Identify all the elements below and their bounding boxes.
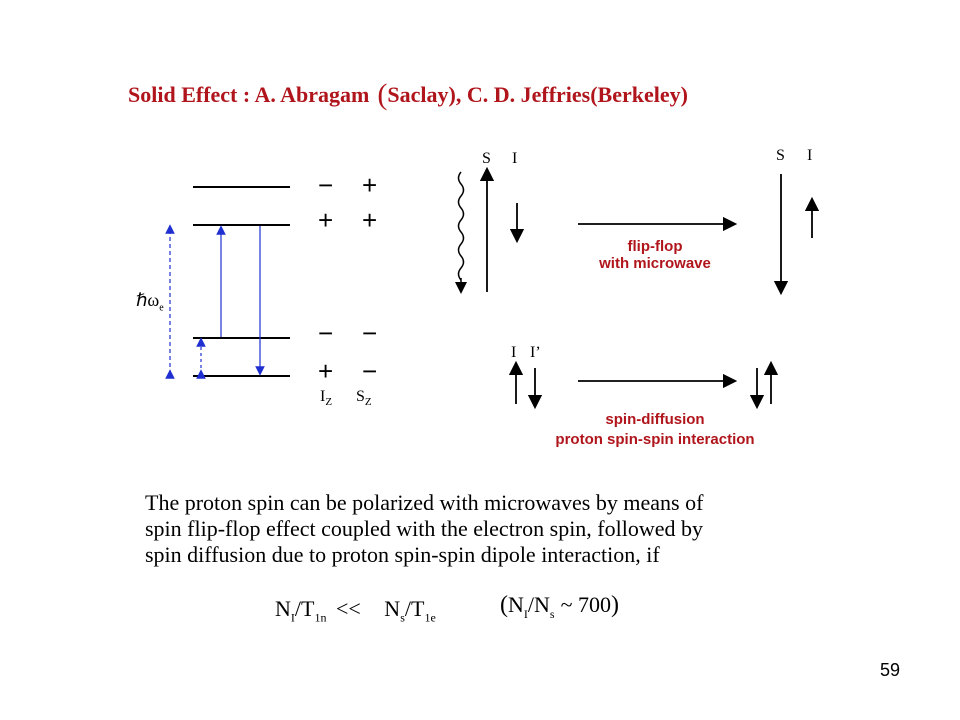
level-4-iz-sign: +: [318, 356, 334, 386]
level-2-iz-sign: +: [318, 205, 334, 235]
body-paragraph: The proton spin can be polarized with mi…: [145, 490, 845, 568]
title-main: Solid Effect : A. Abragam: [128, 82, 370, 107]
body-line-2: spin flip-flop effect coupled with the e…: [145, 516, 704, 541]
hbar-omega-label: ℏωe: [136, 290, 164, 314]
level-2-sz-sign: +: [362, 205, 378, 235]
diffusion-caption: spin-diffusion proton spin-spin interact…: [555, 411, 755, 448]
flipflop-left-i-label: I: [512, 150, 518, 167]
level-1-iz-sign: −: [318, 170, 334, 200]
flipflop-left-s-label: S: [482, 150, 491, 167]
flipflop-caption: flip-flop with microwave: [599, 238, 711, 272]
title-rest: Saclay), C. D. Jeffries(Berkeley): [387, 82, 688, 107]
body-line-3: spin diffusion due to proton spin-spin d…: [145, 542, 660, 567]
diffusion-iprime-label: I’: [530, 344, 541, 361]
formula-condition: NI/T1n << Ns/T1e: [275, 596, 436, 625]
microwave-wave-icon: [457, 171, 465, 281]
level-3-sz-sign: −: [362, 318, 378, 348]
body-line-1: The proton spin can be polarized with mi…: [145, 490, 704, 515]
page-number: 59: [880, 660, 901, 680]
slide-title: Solid Effect : A. Abragam (Saclay), C. D.…: [128, 76, 688, 111]
title-paren: (: [377, 78, 388, 111]
flipflop-right-s-label: S: [776, 147, 785, 164]
level-4-sz-sign: −: [362, 356, 378, 386]
level-3-iz-sign: −: [318, 318, 334, 348]
flipflop-right-i-label: I: [807, 147, 813, 164]
iz-axis-label: IZ: [320, 388, 333, 409]
level-1-sz-sign: +: [362, 170, 378, 200]
sz-axis-label: SZ: [356, 388, 372, 409]
diffusion-i-label: I: [511, 344, 517, 361]
formula-ratio: (NI/Ns ~ 700): [500, 592, 619, 621]
